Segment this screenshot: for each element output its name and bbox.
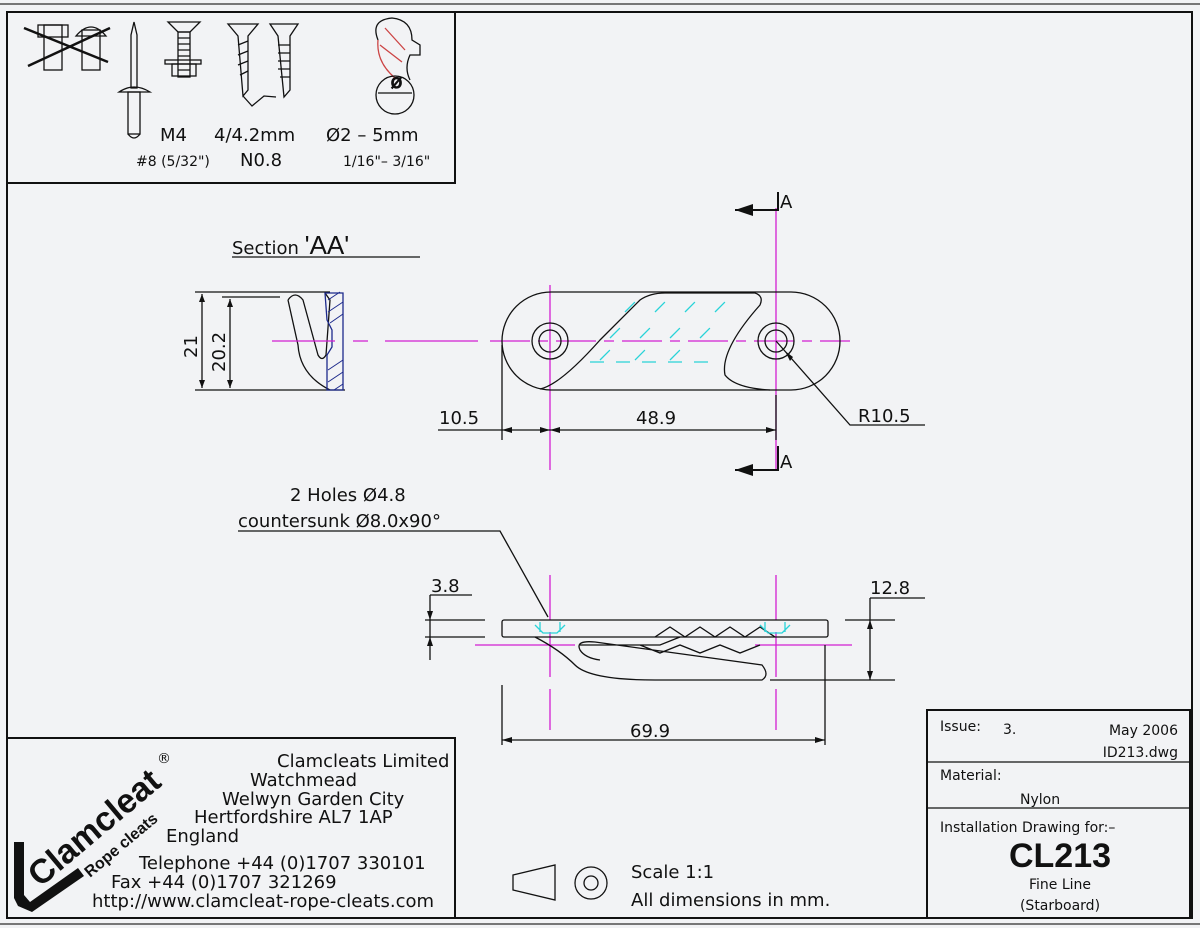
dim-end-radius: R10.5: [858, 406, 911, 427]
rope-imperial: 1/16"– 3/16": [343, 154, 430, 170]
screw-size: 4/4.2mm: [214, 125, 295, 146]
scale-note: Scale 1:1 All dimensions in mm.: [512, 862, 830, 911]
registered-mark: ®: [157, 751, 171, 767]
part-number: CL213: [1009, 837, 1111, 875]
company-telephone: Telephone +44 (0)1707 330101: [138, 853, 426, 874]
machine-screw-icon: [164, 21, 202, 78]
company-address1: Watchmead: [250, 770, 357, 791]
company-panel: Clamcleat Rope cleats ® Clamcleats Limit…: [6, 737, 456, 919]
dim-outer-height: 21: [181, 335, 202, 358]
company-fax: Fax +44 (0)1707 321269: [111, 872, 337, 893]
dim-thickness: 3.8: [431, 576, 460, 597]
company-country: England: [166, 826, 239, 847]
rope-size: Ø2 – 5mm: [326, 125, 419, 146]
section-marker-bottom: A: [780, 452, 793, 473]
part-variant: (Starboard): [1020, 898, 1100, 914]
company-website[interactable]: http://www.clamcleat-rope-cleats.com: [92, 891, 434, 912]
part-name: Fine Line: [1029, 877, 1091, 893]
title-block: Issue: 3. May 2006 ID213.dwg Material: N…: [926, 709, 1191, 919]
dim-hole-centers: 48.9: [636, 408, 676, 429]
drawing-file: ID213.dwg: [1103, 745, 1178, 761]
company-address3: Hertfordshire AL7 1AP: [194, 807, 393, 828]
crossed-bolts-icon: [23, 24, 111, 71]
diameter-symbol: Ø: [391, 76, 402, 92]
dim-height: 12.8: [870, 578, 910, 599]
section-title: Section 'AA': [232, 230, 349, 260]
scale-label: Scale 1:1: [631, 862, 714, 883]
section-aa-view: Section 'AA' 21 20.2: [181, 230, 478, 391]
material-label: Material:: [940, 768, 1002, 784]
projection-cone-icon: [512, 864, 556, 901]
section-marker-top: A: [780, 192, 793, 213]
holes-note-line2: countersunk Ø8.0x90°: [238, 511, 441, 532]
company-address2: Welwyn Garden City: [222, 789, 405, 810]
holes-note-line1: 2 Holes Ø4.8: [290, 485, 406, 506]
wood-screw-icon: [226, 23, 300, 107]
rope-icon: Ø: [375, 17, 421, 115]
company-name: Clamcleats Limited: [277, 751, 449, 772]
rivet-size: M4: [160, 125, 187, 146]
drawing-for-label: Installation Drawing for:–: [940, 820, 1115, 836]
issue-date: May 2006: [1109, 723, 1178, 739]
issue-label: Issue:: [940, 719, 981, 735]
units-label: All dimensions in mm.: [631, 890, 830, 911]
drawing-border: [6, 11, 1193, 919]
projection-circle-icon: [574, 866, 608, 900]
fasteners-panel: Ø M4 4/4.2mm Ø2 – 5mm #8 (5/32") N0.8 1/…: [6, 11, 456, 184]
dim-inner-height: 20.2: [209, 332, 230, 372]
dim-end-radius-offset: 10.5: [439, 408, 479, 429]
issue-value: 3.: [1003, 722, 1016, 738]
holes-note: 2 Holes Ø4.8 countersunk Ø8.0x90°: [238, 485, 549, 618]
plan-view: A A 10.5 48.9 R10.5: [438, 192, 925, 476]
rivet-imperial: #8 (5/32"): [136, 154, 210, 170]
screw-number: N0.8: [240, 150, 282, 171]
dim-length: 69.9: [630, 721, 670, 742]
side-view: 3.8 12.8 69.9: [425, 575, 925, 745]
rivet-icon: [116, 21, 153, 139]
material-value: Nylon: [1020, 792, 1060, 808]
